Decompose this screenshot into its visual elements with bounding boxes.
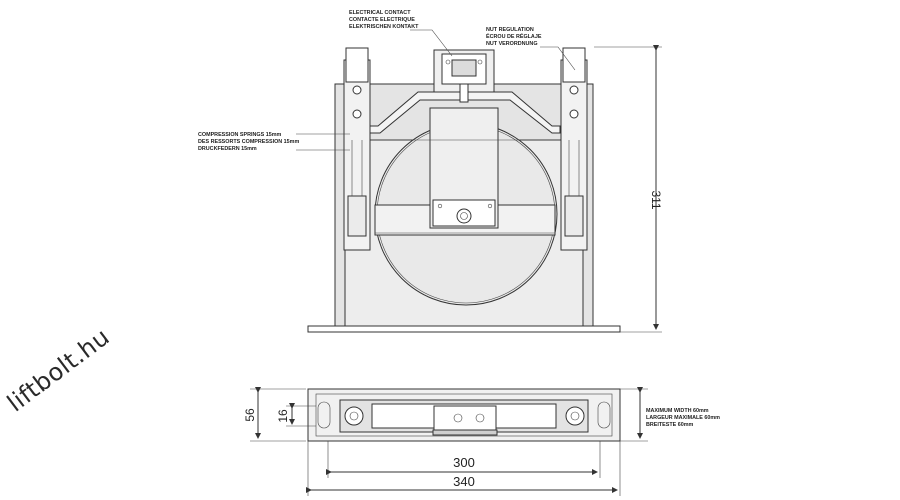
inner-width-value: 300: [453, 455, 475, 470]
plan-contact-block: [433, 405, 497, 433]
electrical-contact-block: [433, 49, 495, 103]
top-yoke: [369, 91, 561, 134]
label-line: ÉCROU DE RÉGLAJE: [486, 32, 542, 40]
label-line: CONTACTE ELECTRIQUE: [349, 17, 415, 23]
label-line: NUT REGULATION: [486, 27, 534, 33]
electrical-contact-label: ELECTRICAL CONTACT CONTACTE ELECTRIQUE E…: [349, 10, 453, 57]
plan-right-roller: [565, 406, 585, 426]
compression-springs-label: COMPRESSION SPRINGS 15mm DES RESSORTS CO…: [198, 132, 350, 152]
height-dimension: 311: [594, 45, 663, 333]
base-plate: [307, 325, 621, 333]
plan-view: 56 16 MAXIMUM WIDTH 60mm LARGEUR MAXIMAL…: [243, 387, 720, 496]
plan-inner-depth-value: 16: [276, 409, 290, 423]
label-line: MAXIMUM WIDTH 60mm: [646, 408, 709, 414]
label-line: NUT VERORDNUNG: [486, 41, 538, 47]
front-elevation: ELECTRICAL CONTACT CONTACTE ELECTRIQUE E…: [198, 10, 663, 333]
label-line: ELECTRICAL CONTACT: [349, 10, 411, 16]
label-line: ELEKTRISCHEN KONTAKT: [349, 24, 419, 30]
nut-regulation-label: NUT REGULATION ÉCROU DE RÉGLAJE NUT VERO…: [486, 27, 576, 71]
label-line: COMPRESSION SPRINGS 15mm: [198, 132, 281, 138]
plan-left-roller: [344, 406, 364, 426]
overall-width-value: 340: [453, 474, 475, 489]
adjust-nut: [456, 208, 472, 224]
maximum-width-label: MAXIMUM WIDTH 60mm LARGEUR MAXIMALE 60mm…: [646, 408, 720, 428]
label-line: DRUCKFEDERN 15mm: [198, 146, 257, 152]
label-line: BREITESTE 60mm: [646, 422, 694, 428]
label-line: LARGEUR MAXIMALE 60mm: [646, 415, 720, 421]
label-line: DES RESSORTS COMPRESSION 15mm: [198, 139, 299, 145]
plan-depth-value: 56: [243, 408, 257, 422]
height-value: 311: [649, 190, 663, 209]
